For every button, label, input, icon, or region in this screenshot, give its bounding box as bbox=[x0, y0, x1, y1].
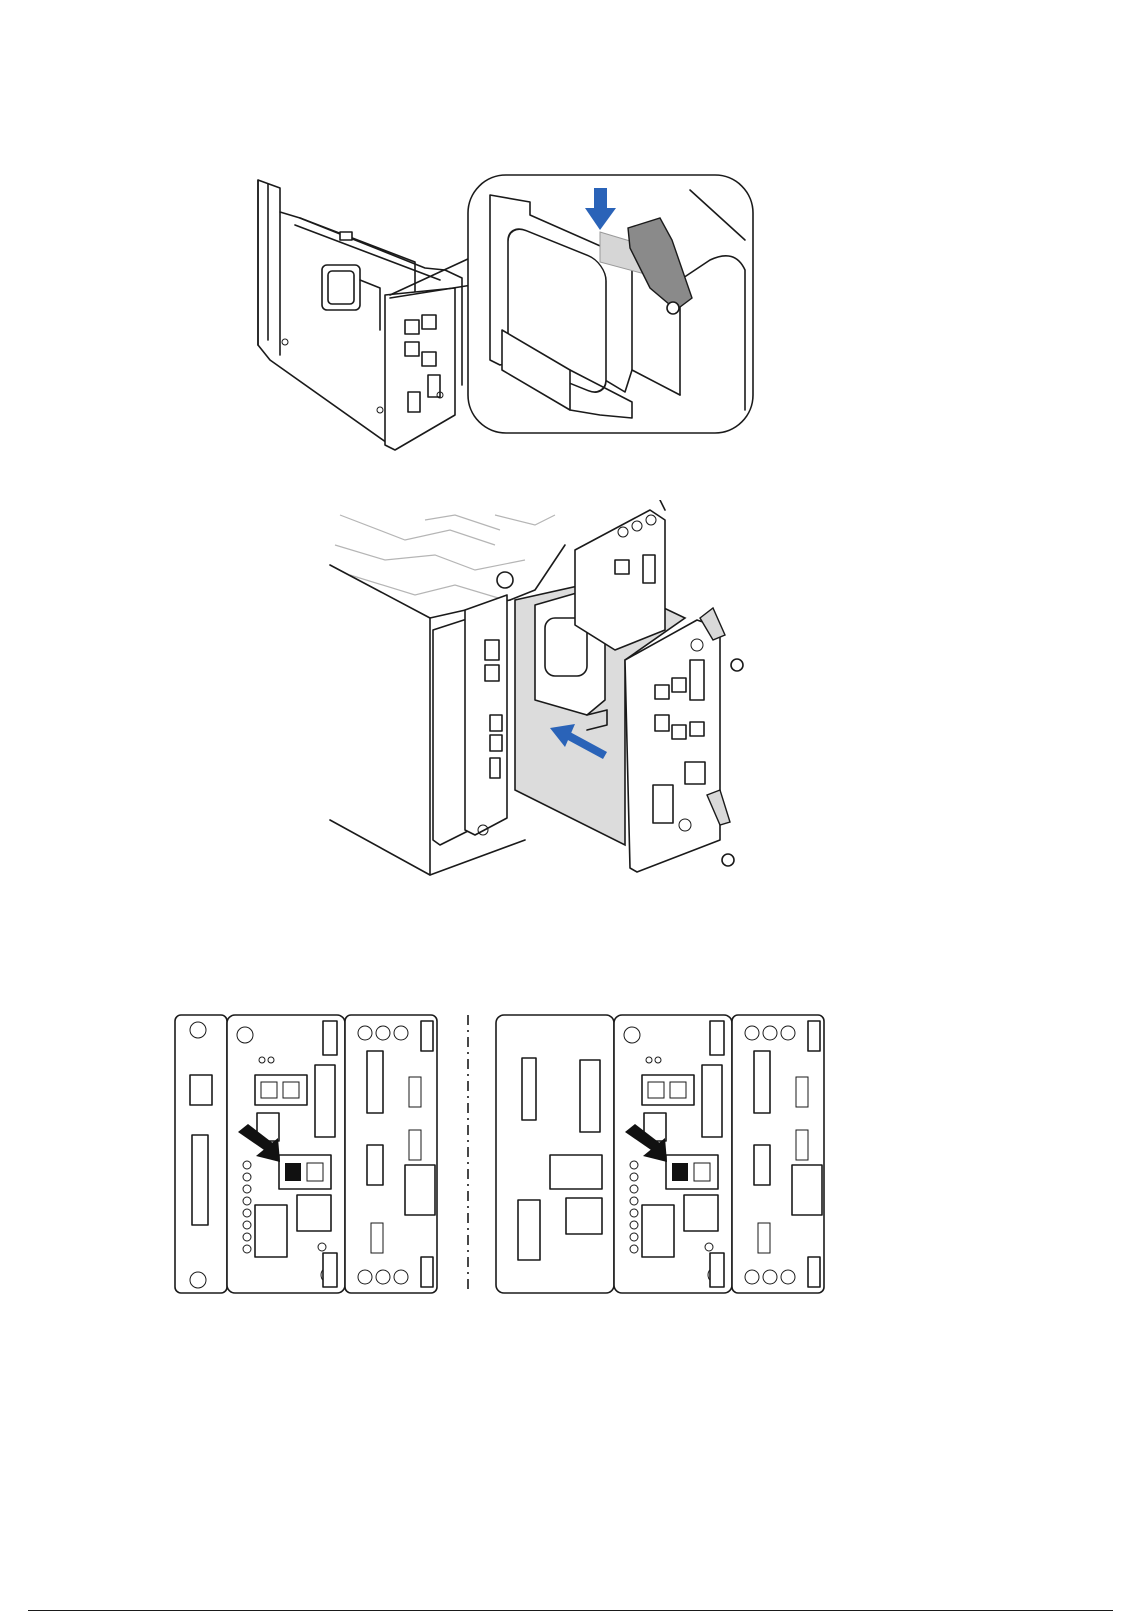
figure-bracket-latch bbox=[240, 170, 770, 460]
variant-left bbox=[175, 1015, 437, 1293]
footer-rule bbox=[28, 1610, 1113, 1611]
screw-bottom bbox=[722, 854, 734, 866]
adapter-front-panel bbox=[625, 620, 720, 872]
screw-top bbox=[731, 659, 743, 671]
module-right bbox=[614, 1015, 732, 1293]
module-left bbox=[227, 1015, 345, 1293]
adapter-body-small bbox=[258, 180, 462, 450]
latch-illustration bbox=[240, 170, 770, 460]
slide-illustration bbox=[325, 500, 785, 900]
figure-slide-adapter bbox=[325, 500, 785, 900]
rear-panel-illustration bbox=[170, 1010, 840, 1300]
figure-rear-panel-ports bbox=[170, 1010, 840, 1300]
